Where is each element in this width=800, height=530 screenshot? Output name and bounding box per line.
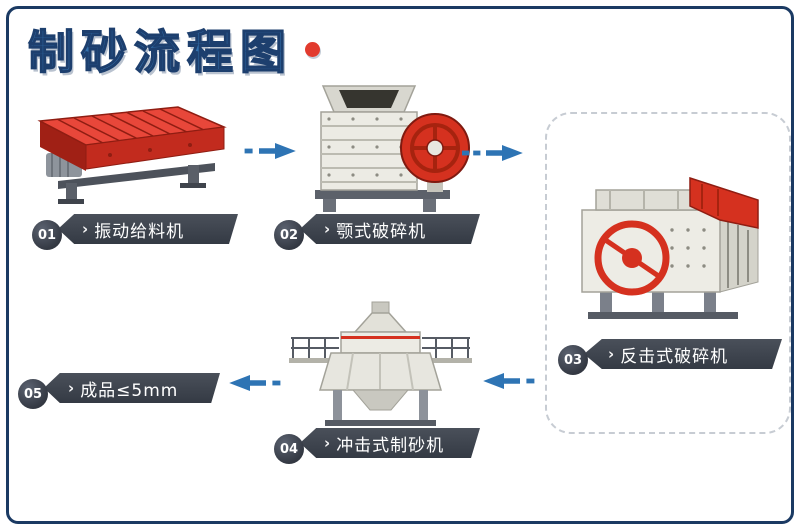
arrow-step2-to-step3: [462, 140, 526, 166]
jaw-crusher-image: [295, 78, 470, 218]
banner-chevron-icon: ›: [608, 345, 616, 363]
jaw-crusher-icon: [315, 85, 470, 212]
vibrating-feeder-icon: [37, 106, 227, 204]
step-banner-impact-crusher: › 反击式破碎机: [584, 339, 782, 369]
step-number-badge-01: 01: [32, 220, 62, 250]
step-label: 成品≤5mm: [80, 380, 179, 401]
page-title: 制砂流程图: [27, 16, 320, 82]
step-banner-jaw-crusher: › 颚式破碎机: [300, 214, 480, 244]
step-label: 振动给料机: [94, 221, 185, 242]
impact-crusher-group-box: [545, 112, 791, 434]
title-bullet-icon: [305, 41, 320, 57]
step-number-badge-02: 02: [274, 220, 304, 250]
arrow-step1-to-step2: [243, 138, 299, 164]
left-arrow-icon: [483, 373, 535, 389]
left-arrow-icon: [229, 375, 281, 391]
banner-chevron-icon: ›: [324, 434, 332, 452]
vsi-sand-maker-image: [283, 300, 478, 435]
step-banner-vibrating-feeder: › 振动给料机: [58, 214, 238, 244]
vibrating-feeder-image: [30, 95, 235, 210]
step-number-badge-05: 05: [18, 379, 48, 409]
step-banner-finished-product: › 成品≤5mm: [44, 373, 220, 403]
step-number-badge-03: 03: [558, 345, 588, 375]
page-title-text: 制砂流程图: [27, 24, 293, 80]
right-arrow-icon: [244, 143, 296, 159]
right-arrow-icon: [462, 145, 523, 161]
vsi-sand-maker-icon: [289, 301, 472, 426]
impact-crusher-icon: [581, 176, 759, 319]
banner-chevron-icon: ›: [68, 379, 76, 397]
arrow-step3-to-step4: [480, 368, 536, 394]
step-label: 冲击式制砂机: [336, 435, 445, 456]
step-label: 颚式破碎机: [336, 221, 427, 242]
step-number-badge-04: 04: [274, 434, 304, 464]
arrow-step4-to-step5: [226, 370, 282, 396]
step-banner-vsi-sand-maker: › 冲击式制砂机: [300, 428, 480, 458]
banner-chevron-icon: ›: [324, 220, 332, 238]
impact-crusher-image: [552, 162, 777, 327]
banner-chevron-icon: ›: [82, 220, 90, 238]
step-label: 反击式破碎机: [620, 346, 729, 367]
